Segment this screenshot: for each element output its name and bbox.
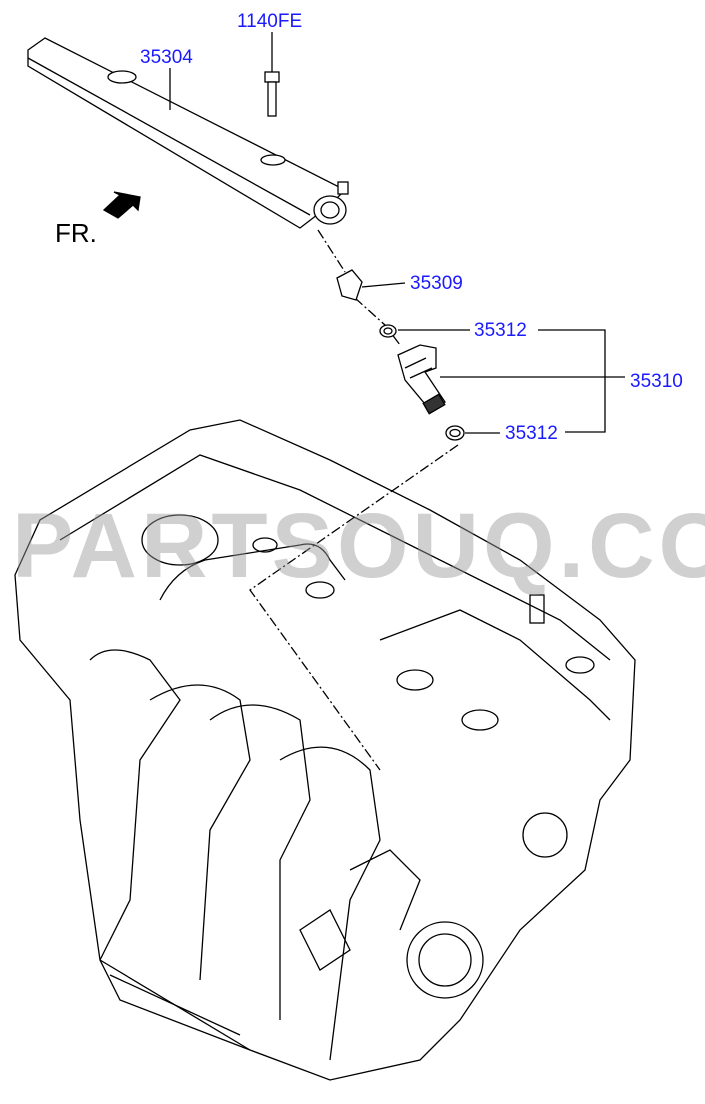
part-label-35312-lower[interactable]: 35312 xyxy=(505,423,558,444)
front-direction-label: FR. xyxy=(55,218,97,248)
part-label-35310[interactable]: 35310 xyxy=(630,371,683,392)
part-label-35309[interactable]: 35309 xyxy=(410,273,463,294)
front-arrow-icon xyxy=(102,191,141,219)
watermark: PARTSOUQ.COM xyxy=(12,495,705,597)
clip-drawing xyxy=(336,269,363,301)
part-label-1140FE[interactable]: 1140FE xyxy=(237,11,303,32)
fuel-rail-drawing xyxy=(27,37,349,229)
part-label-35304[interactable]: 35304 xyxy=(140,47,193,68)
part-label-35312-upper[interactable]: 35312 xyxy=(474,320,527,341)
engine-drawing xyxy=(14,419,636,1081)
injector-drawing xyxy=(397,344,446,415)
bolt-drawing xyxy=(264,32,280,117)
